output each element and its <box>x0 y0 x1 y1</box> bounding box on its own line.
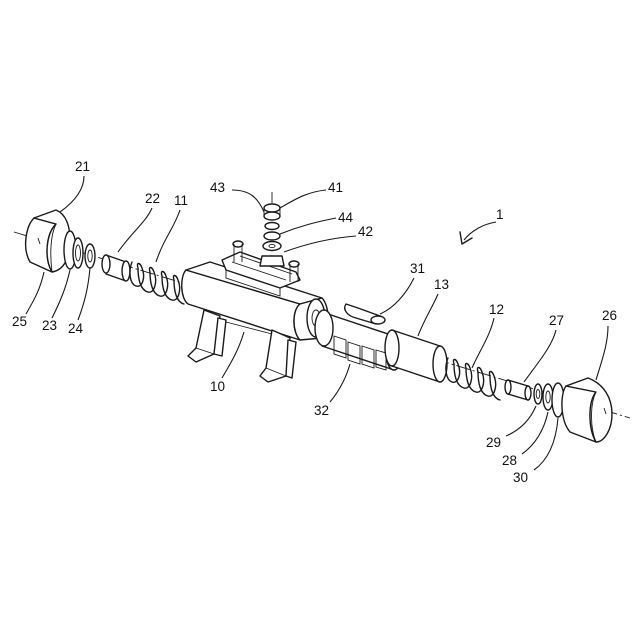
left-end-cap <box>26 210 70 272</box>
reference-numeral-43: 43 <box>210 180 225 195</box>
reference-numeral-25: 25 <box>12 314 27 329</box>
right-washer-set <box>534 383 564 417</box>
reference-numeral-11: 11 <box>174 193 188 208</box>
right-end-cap <box>562 378 612 442</box>
reference-numeral-26: 26 <box>602 308 617 323</box>
leader-line-23 <box>52 270 70 318</box>
reference-numeral-24: 24 <box>68 321 84 336</box>
middle-cylinder <box>385 330 447 382</box>
left-washer-set <box>64 231 95 269</box>
shift-fork-body <box>182 252 328 382</box>
leader-line-43 <box>232 190 264 212</box>
left-coil-spring <box>130 262 184 304</box>
leader-line-42 <box>284 236 356 252</box>
assembly-arrow <box>460 222 496 244</box>
leader-line-13 <box>418 294 438 336</box>
leader-line-32 <box>330 364 350 402</box>
leader-line-11 <box>156 210 180 262</box>
leader-line-24 <box>78 268 90 320</box>
leader-line-21 <box>60 176 84 212</box>
reference-numeral-23: 23 <box>42 318 57 333</box>
reference-numeral-30: 30 <box>513 470 528 485</box>
reference-numeral-1: 1 <box>496 207 504 222</box>
leader-line-12 <box>472 318 494 368</box>
reference-numeral-42: 42 <box>358 224 373 239</box>
leader-line-30 <box>534 418 558 470</box>
leader-line-27 <box>524 330 556 382</box>
left-guide-sleeve <box>102 255 130 281</box>
leader-line-44 <box>280 218 336 234</box>
reference-numeral-22: 22 <box>145 191 160 206</box>
reference-numeral-44: 44 <box>338 210 354 225</box>
reference-numeral-12: 12 <box>489 302 504 317</box>
reference-numeral-21: 21 <box>75 159 90 174</box>
right-coil-spring <box>446 358 500 400</box>
reference-numeral-29: 29 <box>486 435 501 450</box>
leader-line-10 <box>222 332 244 378</box>
leader-line-26 <box>596 326 608 380</box>
leader-line-31 <box>380 278 414 314</box>
leader-line-29 <box>506 406 536 436</box>
reference-numeral-31: 31 <box>410 261 425 276</box>
right-guide-sleeve <box>505 380 531 400</box>
reference-numeral-32: 32 <box>314 403 329 418</box>
reference-numeral-13: 13 <box>434 277 449 292</box>
leader-line-41 <box>280 190 326 208</box>
reference-numeral-27: 27 <box>549 313 564 328</box>
reference-numeral-28: 28 <box>502 453 517 468</box>
reference-numeral-10: 10 <box>210 379 225 394</box>
leader-line-28 <box>522 412 548 454</box>
leader-line-25 <box>26 272 44 314</box>
reference-numeral-41: 41 <box>328 180 343 195</box>
leader-line-22 <box>118 208 152 252</box>
